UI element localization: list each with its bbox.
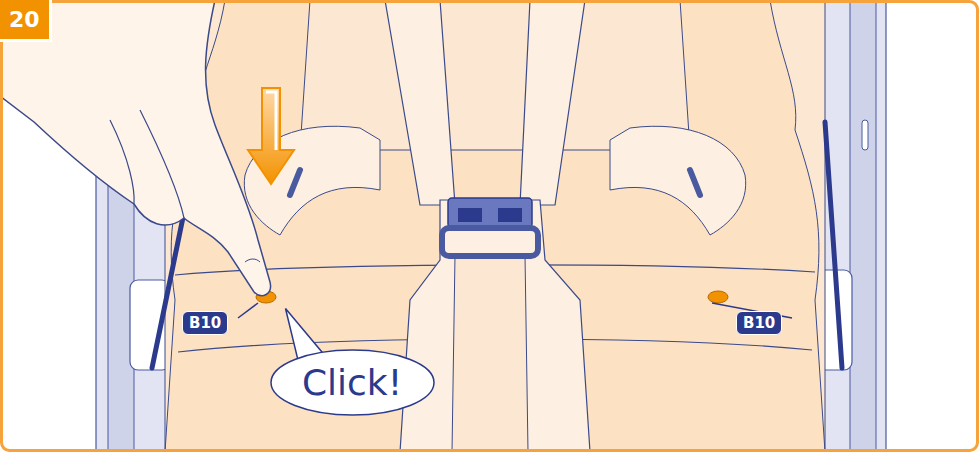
sound-text: Click! [302, 362, 402, 403]
frame-hinge [130, 280, 170, 370]
bubble-body [271, 350, 434, 415]
strap-ring [442, 228, 538, 256]
part-label: B10 [189, 314, 221, 332]
side-wing-right [770, 0, 825, 452]
strap-clip [290, 170, 300, 195]
crotch-strap-center [452, 255, 528, 452]
finger-line [110, 120, 134, 204]
side-strap [825, 122, 842, 368]
buckle-latch [458, 208, 522, 222]
shoulder-pad [610, 126, 746, 235]
strap-clip [690, 170, 700, 195]
shoulder-strap [385, 0, 455, 205]
seat-fabric [165, 0, 825, 452]
part-label: B10 [743, 314, 775, 332]
press-stud [708, 291, 728, 303]
crotch-strap [400, 200, 590, 452]
frame-slot [862, 120, 868, 150]
finger-line [140, 110, 184, 218]
step-number: 20 [0, 0, 52, 42]
press-arrow [248, 88, 294, 184]
part-label: B10 [182, 311, 228, 335]
leader-line [238, 303, 258, 318]
shoulder-strap [520, 0, 585, 205]
hand [0, 0, 271, 296]
knuckle-line [245, 259, 260, 262]
step-number: 20 [9, 7, 40, 32]
frame-bar [850, 0, 876, 452]
speech-bubble: Click! [270, 349, 435, 416]
part-label: B10 [736, 311, 782, 335]
harness-buckle [448, 198, 532, 228]
arrow-highlight [266, 92, 276, 150]
